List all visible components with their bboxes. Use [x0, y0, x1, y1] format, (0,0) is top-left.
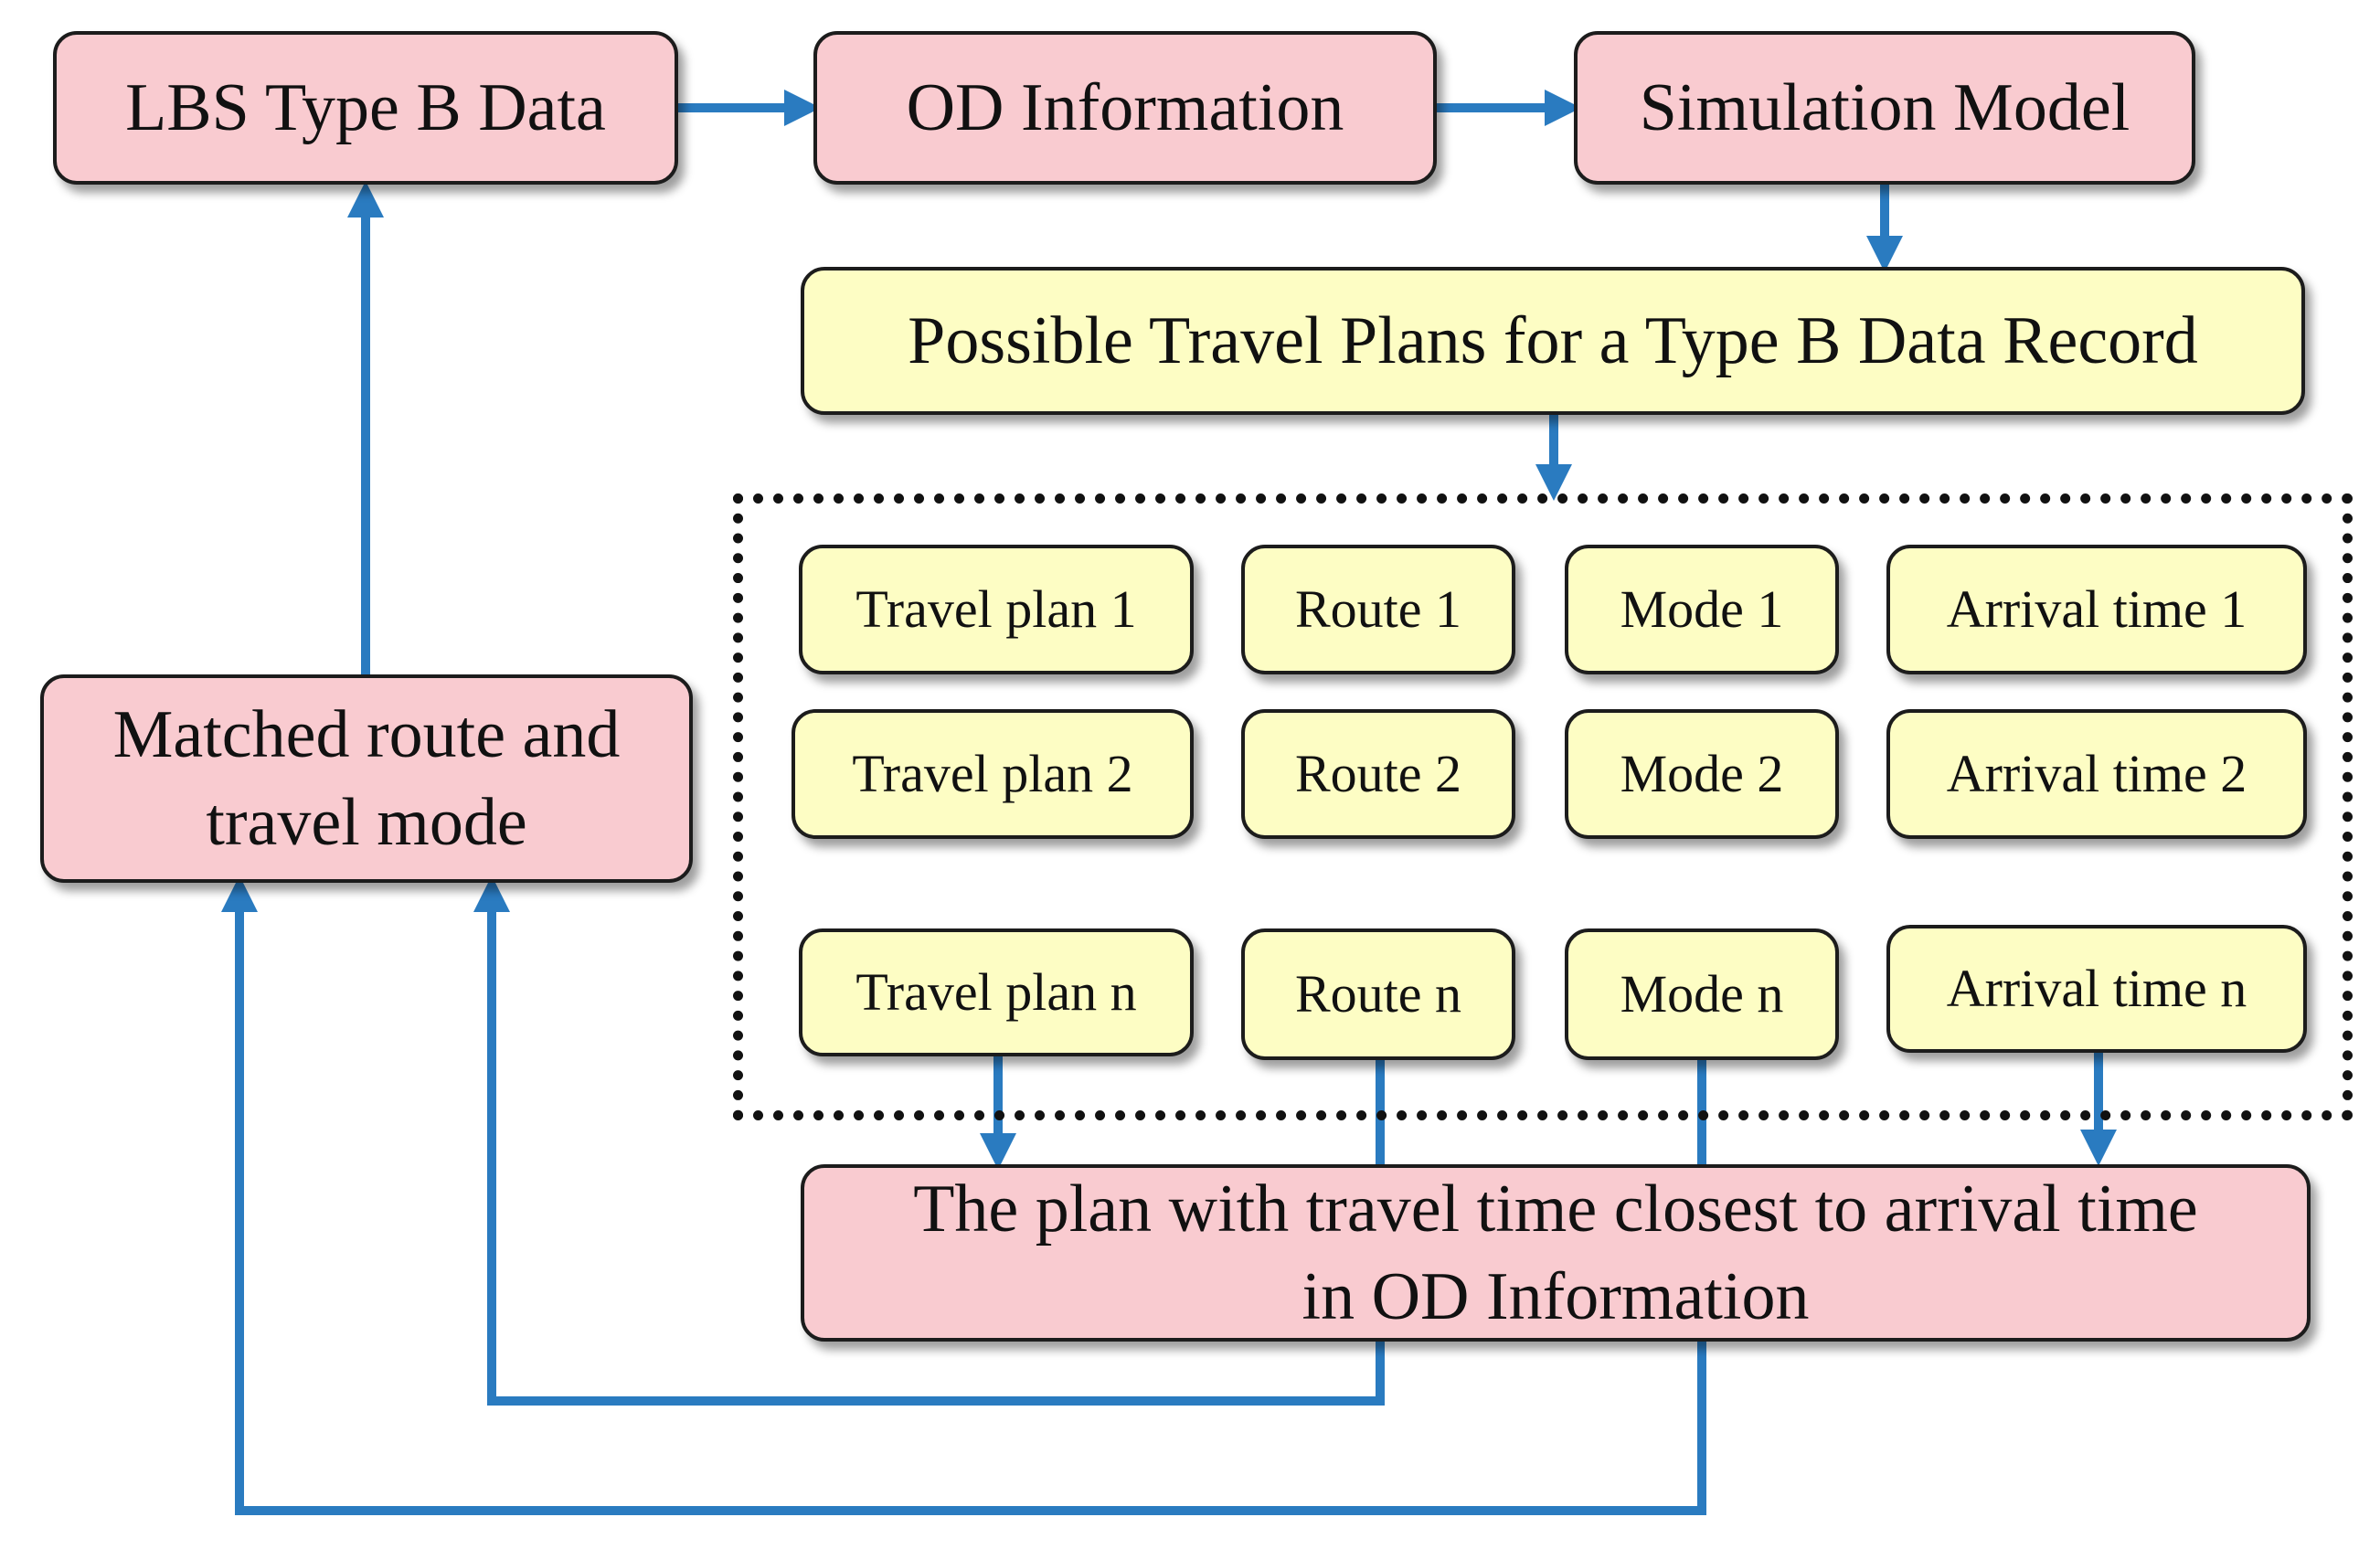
mode-2-box: Mode 2 — [1565, 709, 1839, 839]
arrival-time-2-label: Arrival time 2 — [1946, 744, 2247, 804]
route-1-box: Route 1 — [1241, 545, 1515, 674]
possible-travel-plans-label: Possible Travel Plans for a Type B Data … — [908, 302, 2198, 378]
route-1-label: Route 1 — [1294, 579, 1462, 640]
route-2-box: Route 2 — [1241, 709, 1515, 839]
matched-route-line2: travel mode — [206, 785, 527, 860]
route-n-label: Route n — [1294, 964, 1462, 1024]
arrival-time-2-box: Arrival time 2 — [1886, 709, 2307, 839]
travel-plan-group-frame — [733, 493, 2353, 1120]
closest-plan-line2: in OD Information — [1302, 1259, 1810, 1334]
od-information-label: OD Information — [906, 69, 1344, 145]
arrow-route-loop-to-matched — [473, 875, 1385, 1406]
route-2-label: Route 2 — [1294, 744, 1462, 804]
mode-1-box: Mode 1 — [1565, 545, 1839, 674]
simulation-model-box: Simulation Model — [1574, 31, 2195, 185]
travel-plan-n-box: Travel plan n — [799, 928, 1194, 1056]
arrival-time-n-label: Arrival time n — [1946, 959, 2247, 1019]
mode-1-label: Mode 1 — [1620, 579, 1784, 640]
arrow-mode-loop-to-matched — [221, 875, 1706, 1515]
travel-plan-1-box: Travel plan 1 — [799, 545, 1194, 674]
route-n-box: Route n — [1241, 928, 1515, 1060]
travel-plan-2-label: Travel plan 2 — [852, 744, 1133, 804]
matched-route-line1: Matched route and — [112, 696, 621, 772]
possible-travel-plans-box: Possible Travel Plans for a Type B Data … — [801, 267, 2305, 415]
travel-plan-1-label: Travel plan 1 — [855, 579, 1137, 640]
closest-plan-line1: The plan with travel time closest to arr… — [913, 1171, 2198, 1247]
arrival-time-n-box: Arrival time n — [1886, 925, 2307, 1053]
mode-n-box: Mode n — [1565, 928, 1839, 1060]
arrival-time-1-label: Arrival time 1 — [1946, 579, 2247, 640]
lbs-type-b-data-box: LBS Type B Data — [53, 31, 678, 185]
closest-plan-box: The plan with travel time closest to arr… — [801, 1164, 2311, 1342]
lbs-type-b-data-label: LBS Type B Data — [125, 69, 606, 145]
mode-2-label: Mode 2 — [1620, 744, 1784, 804]
travel-plan-2-box: Travel plan 2 — [792, 709, 1194, 839]
mode-n-label: Mode n — [1620, 964, 1784, 1024]
simulation-model-label: Simulation Model — [1639, 69, 2130, 145]
travel-plan-n-label: Travel plan n — [855, 962, 1137, 1023]
matched-route-box: Matched route and travel mode — [40, 674, 693, 883]
arrival-time-1-box: Arrival time 1 — [1886, 545, 2307, 674]
od-information-box: OD Information — [813, 31, 1437, 185]
